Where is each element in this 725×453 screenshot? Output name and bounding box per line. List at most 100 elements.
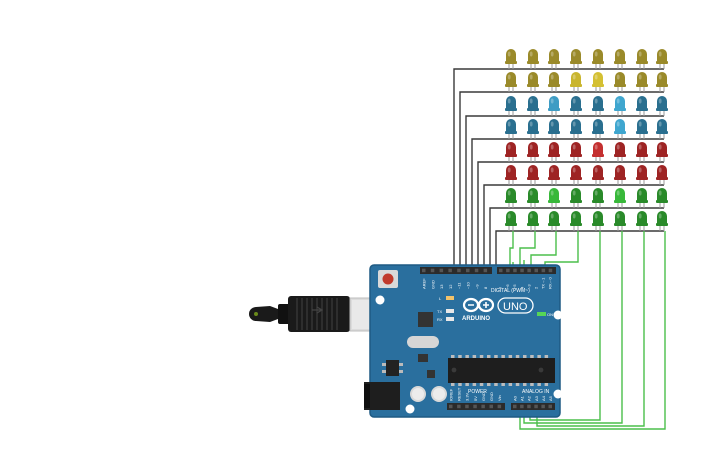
l-led-label: L bbox=[439, 296, 442, 301]
led[interactable] bbox=[636, 119, 648, 139]
led[interactable] bbox=[548, 188, 560, 208]
led[interactable] bbox=[570, 188, 582, 208]
led[interactable] bbox=[527, 72, 539, 92]
led[interactable] bbox=[505, 72, 517, 92]
digital-pin-label: ~6 bbox=[505, 284, 510, 289]
led[interactable] bbox=[548, 96, 560, 116]
led[interactable] bbox=[614, 49, 626, 69]
analog-header[interactable] bbox=[511, 403, 555, 410]
led[interactable] bbox=[570, 119, 582, 139]
wire[interactable] bbox=[530, 231, 557, 267]
led[interactable] bbox=[592, 96, 604, 116]
led[interactable] bbox=[614, 142, 626, 162]
wire[interactable] bbox=[453, 68, 664, 267]
digital-pin-label: RX←0 bbox=[548, 276, 553, 289]
led[interactable] bbox=[656, 142, 668, 162]
led[interactable] bbox=[527, 119, 539, 139]
led[interactable] bbox=[505, 142, 517, 162]
rx-led-label: RX bbox=[437, 317, 443, 322]
led[interactable] bbox=[527, 49, 539, 69]
led[interactable] bbox=[548, 211, 560, 231]
digital-header-right[interactable] bbox=[497, 267, 556, 274]
led[interactable] bbox=[592, 211, 604, 231]
digital-pin-label: 8 bbox=[483, 286, 488, 289]
led[interactable] bbox=[636, 72, 648, 92]
wire[interactable] bbox=[536, 231, 645, 427]
led[interactable] bbox=[505, 211, 517, 231]
led[interactable] bbox=[548, 165, 560, 185]
led[interactable] bbox=[636, 188, 648, 208]
led[interactable] bbox=[614, 119, 626, 139]
led[interactable] bbox=[505, 49, 517, 69]
wire[interactable] bbox=[489, 207, 664, 267]
led[interactable] bbox=[592, 142, 604, 162]
led[interactable] bbox=[527, 211, 539, 231]
digital-header-left[interactable] bbox=[420, 267, 492, 274]
reset-button[interactable] bbox=[378, 270, 398, 288]
led[interactable] bbox=[656, 96, 668, 116]
arduino-logo: ARDUINO UNO bbox=[462, 297, 534, 322]
digital-pin-label: AREF bbox=[422, 278, 427, 289]
brand-label: ARDUINO bbox=[462, 316, 490, 322]
wire[interactable] bbox=[519, 231, 666, 430]
led[interactable] bbox=[570, 211, 582, 231]
wire[interactable] bbox=[495, 230, 664, 267]
led[interactable] bbox=[656, 119, 668, 139]
led[interactable] bbox=[636, 49, 648, 69]
led[interactable] bbox=[527, 165, 539, 185]
led[interactable] bbox=[614, 211, 626, 231]
digital-pin-label: ~9 bbox=[474, 284, 479, 289]
led[interactable] bbox=[570, 72, 582, 92]
usb-chip bbox=[418, 312, 433, 327]
led[interactable] bbox=[570, 142, 582, 162]
wire[interactable] bbox=[509, 231, 514, 267]
wire[interactable] bbox=[471, 138, 664, 267]
led[interactable] bbox=[570, 49, 582, 69]
led[interactable] bbox=[614, 165, 626, 185]
led[interactable] bbox=[592, 165, 604, 185]
led[interactable] bbox=[548, 72, 560, 92]
led[interactable] bbox=[592, 72, 604, 92]
led[interactable] bbox=[636, 165, 648, 185]
wire[interactable] bbox=[477, 161, 664, 267]
led[interactable] bbox=[592, 119, 604, 139]
led[interactable] bbox=[614, 96, 626, 116]
power-header[interactable] bbox=[447, 403, 505, 410]
led[interactable] bbox=[656, 49, 668, 69]
led[interactable] bbox=[636, 211, 648, 231]
led[interactable] bbox=[548, 142, 560, 162]
led[interactable] bbox=[505, 96, 517, 116]
led[interactable] bbox=[656, 165, 668, 185]
led[interactable] bbox=[656, 211, 668, 231]
led[interactable] bbox=[636, 142, 648, 162]
led[interactable] bbox=[592, 188, 604, 208]
wire[interactable] bbox=[519, 231, 536, 267]
tx-led-label: TX bbox=[437, 309, 442, 314]
led[interactable] bbox=[548, 119, 560, 139]
power-pin-label: 3.3V bbox=[465, 392, 470, 401]
led[interactable] bbox=[548, 49, 560, 69]
wire[interactable] bbox=[483, 184, 664, 267]
led-matrix[interactable] bbox=[505, 49, 668, 231]
digital-header-label: DIGITAL (PWM~) bbox=[491, 288, 530, 294]
led[interactable] bbox=[614, 188, 626, 208]
on-led-label: ON bbox=[547, 312, 553, 317]
led[interactable] bbox=[527, 188, 539, 208]
digital-pin-label: 13 bbox=[439, 284, 444, 289]
led[interactable] bbox=[656, 188, 668, 208]
led[interactable] bbox=[527, 142, 539, 162]
led[interactable] bbox=[570, 165, 582, 185]
led[interactable] bbox=[656, 72, 668, 92]
led[interactable] bbox=[505, 119, 517, 139]
led[interactable] bbox=[636, 96, 648, 116]
led[interactable] bbox=[592, 49, 604, 69]
wire[interactable] bbox=[544, 231, 579, 267]
led[interactable] bbox=[505, 188, 517, 208]
led[interactable] bbox=[614, 72, 626, 92]
led[interactable] bbox=[570, 96, 582, 116]
led[interactable] bbox=[505, 165, 517, 185]
wire[interactable] bbox=[465, 115, 664, 267]
power-pin-label: RESET bbox=[457, 387, 462, 401]
led[interactable] bbox=[527, 96, 539, 116]
